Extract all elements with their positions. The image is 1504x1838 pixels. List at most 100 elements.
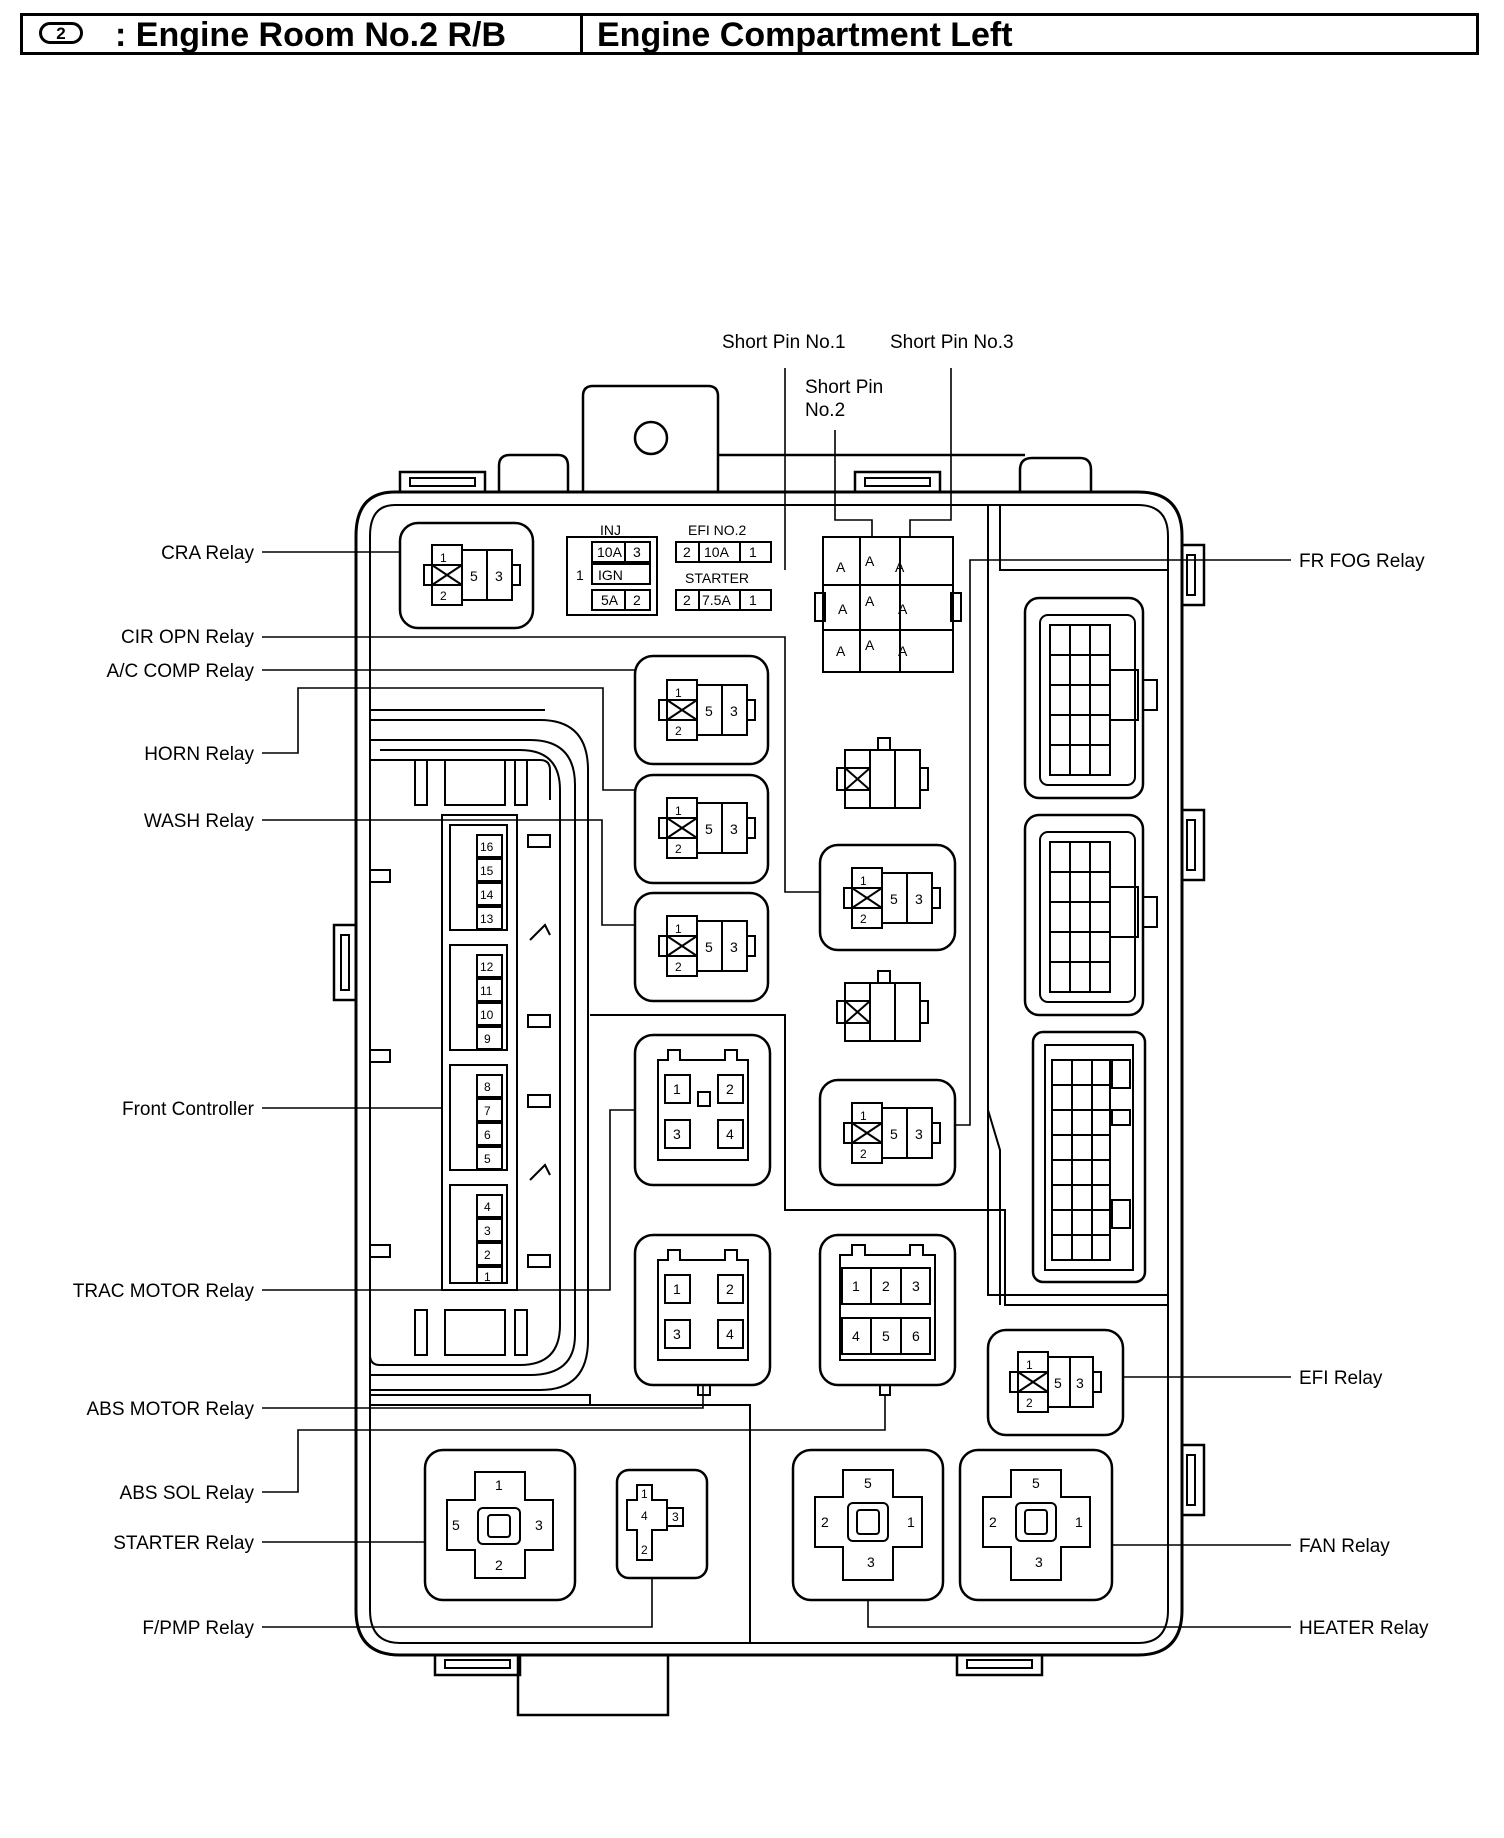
fuse-inj-amp: 10A [597, 544, 623, 560]
pin-label: 4 [852, 1328, 860, 1344]
pin-label: 5 [890, 1126, 898, 1142]
horn-relay [633, 773, 770, 885]
pin-label: 3 [730, 939, 738, 955]
label-heater-relay: HEATER Relay [1299, 1618, 1429, 1639]
short-pin-cell: A [865, 553, 875, 569]
fuse-ign-pin: 2 [633, 592, 641, 608]
pin-label: 16 [480, 840, 494, 854]
ac-comp-relay [633, 654, 770, 766]
label-front-controller: Front Controller [122, 1099, 255, 1120]
pin-label: 2 [641, 1543, 648, 1557]
pin-label: 2 [675, 842, 682, 856]
pin-label: 5 [705, 821, 713, 837]
fuse-efi2-left: 2 [683, 544, 691, 560]
pin-label: 14 [480, 888, 494, 902]
abs-motor-relay [633, 1233, 772, 1396]
pin-label: 3 [912, 1278, 920, 1294]
callout-labels: Short Pin No.1 Short Pin No.3 Short Pin … [73, 332, 1429, 1639]
pin-label: 1 [675, 686, 682, 700]
pin-label: 5 [484, 1152, 491, 1166]
fuse-ign-left: 1 [576, 567, 584, 583]
label-fr-fog-relay: FR FOG Relay [1299, 551, 1425, 572]
pin-label: 2 [882, 1278, 890, 1294]
pin-label: 3 [1076, 1375, 1084, 1391]
label-cir-opn-relay: CIR OPN Relay [121, 627, 255, 648]
fuse-ign-amp: 5A [601, 592, 619, 608]
pin-label: 3 [672, 1510, 679, 1524]
pin-label: 3 [867, 1554, 875, 1570]
heater-relay [791, 1448, 945, 1602]
pin-label: 13 [480, 912, 494, 926]
short-pin-cell: A [836, 643, 846, 659]
empty-relay-socket-upper [836, 737, 929, 809]
label-ac-comp-relay: A/C COMP Relay [107, 661, 255, 682]
connector-middle-right [1023, 813, 1158, 1017]
pin-label: 2 [860, 1147, 867, 1161]
pin-label: 2 [726, 1081, 734, 1097]
label-horn-relay: HORN Relay [144, 744, 254, 765]
pin-label: 3 [915, 891, 923, 907]
label-abs-sol-relay: ABS SOL Relay [120, 1483, 255, 1504]
pin-label: 2 [989, 1514, 997, 1530]
pin-label: 6 [484, 1128, 491, 1142]
fuse-efi2-amp: 10A [704, 544, 730, 560]
short-pin-cell: A [865, 637, 875, 653]
pin-label: 1 [484, 1270, 491, 1284]
page-badge: 2 [39, 22, 83, 44]
pin-label: 3 [673, 1126, 681, 1142]
pin-label: 5 [864, 1475, 872, 1491]
pin-label: 5 [882, 1328, 890, 1344]
fuse-efi2-label: EFI NO.2 [688, 522, 747, 538]
label-short-pin-1: Short Pin No.1 [722, 332, 846, 353]
label-short-pin-3: Short Pin No.3 [890, 332, 1014, 353]
label-short-pin-2-line1: Short Pin [805, 377, 883, 398]
label-efi-relay: EFI Relay [1299, 1368, 1383, 1389]
fuse-inj-label: INJ [600, 522, 621, 538]
leader-lines [262, 368, 1291, 1628]
trac-motor-relay [633, 1033, 772, 1187]
pin-label: 3 [495, 568, 503, 584]
location-title: Engine Compartment Left [597, 16, 1013, 54]
pin-label: 2 [675, 960, 682, 974]
abs-sol-relay [818, 1233, 957, 1396]
pin-label: 4 [484, 1200, 491, 1214]
pin-label: 15 [480, 864, 494, 878]
pin-label: 1 [675, 922, 682, 936]
short-pin-cell: A [865, 593, 875, 609]
fan-relay [958, 1448, 1114, 1602]
short-pin-cell: A [836, 559, 846, 575]
label-cra-relay: CRA Relay [161, 543, 254, 564]
short-pin-cell: A [898, 643, 908, 659]
pin-label: 4 [641, 1509, 648, 1523]
mounting-hole [633, 420, 669, 456]
connector-upper-right [1023, 596, 1158, 800]
pin-label: 2 [484, 1248, 491, 1262]
pin-label: 1 [1075, 1514, 1083, 1530]
cir-opn-relay [818, 843, 957, 952]
fuse-starter-left: 2 [683, 592, 691, 608]
short-pin-cell: A [898, 601, 908, 617]
pin-label: 5 [705, 939, 713, 955]
pin-label: 2 [860, 912, 867, 926]
fuse-starter-label: STARTER [685, 570, 749, 586]
label-short-pin-2-line2: No.2 [805, 400, 845, 421]
pin-label: 3 [730, 703, 738, 719]
fuse-starter-amp: 7.5A [702, 592, 731, 608]
pin-label: 2 [495, 1557, 503, 1573]
pin-label: 3 [1035, 1554, 1043, 1570]
page-title: : Engine Room No.2 R/B [115, 16, 506, 54]
pin-label: 1 [495, 1477, 503, 1493]
short-pin-block [814, 536, 962, 673]
pin-column [476, 834, 503, 1284]
pin-label: 9 [484, 1032, 491, 1046]
pin-label: 4 [726, 1326, 734, 1342]
pin-label: 3 [730, 821, 738, 837]
fuse-efi2-right: 1 [749, 544, 757, 560]
pin-label: 2 [675, 724, 682, 738]
label-abs-motor-relay: ABS MOTOR Relay [86, 1399, 254, 1420]
fr-fog-relay [818, 1078, 957, 1187]
relay-block-housing [332, 384, 1206, 1717]
starter-relay [423, 1448, 577, 1602]
pin-label: 2 [440, 589, 447, 603]
pin-label: 5 [890, 891, 898, 907]
